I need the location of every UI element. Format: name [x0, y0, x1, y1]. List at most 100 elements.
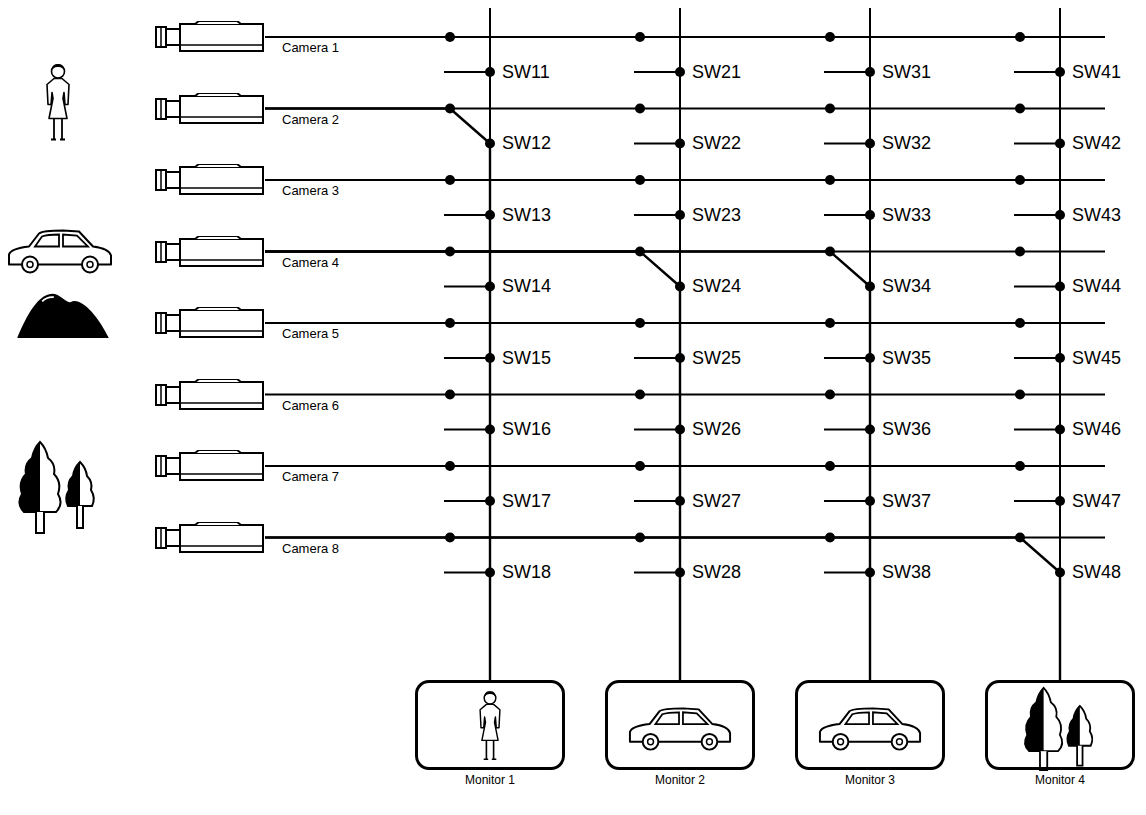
- switch-label: SW42: [1071, 133, 1122, 154]
- switch-contact: [444, 429, 490, 431]
- camera: Camera 7: [155, 450, 265, 482]
- switch-contact: [444, 286, 490, 288]
- switch-contact: [444, 500, 490, 502]
- camera-icon: [155, 379, 265, 411]
- switch-dot: [675, 210, 685, 220]
- junction-dot: [635, 104, 645, 114]
- camera: Camera 4: [155, 236, 265, 268]
- junction-dot: [1015, 104, 1025, 114]
- switch-label: SW24: [691, 276, 742, 297]
- switch-contact: [634, 71, 680, 73]
- junction-dot: [635, 390, 645, 400]
- switch-dot: [1055, 353, 1065, 363]
- monitor-car: [630, 708, 730, 749]
- switch-label: SW14: [501, 276, 552, 297]
- switch-label: SW47: [1071, 491, 1122, 512]
- switch-contact: [1014, 214, 1060, 216]
- switch-contact: [444, 214, 490, 216]
- camera: Camera 5: [155, 307, 265, 339]
- camera-label: Camera 8: [282, 541, 339, 556]
- switch-label: SW25: [691, 348, 742, 369]
- switch-contact: [634, 143, 680, 145]
- camera: Camera 2: [155, 93, 265, 125]
- car-icon: [9, 231, 111, 273]
- signal-path: [265, 109, 490, 681]
- junction-dot: [445, 390, 455, 400]
- switch-contact: [1014, 71, 1060, 73]
- switch-label: SW21: [691, 62, 742, 83]
- switch-dot: [865, 139, 875, 149]
- switch-contact: [634, 357, 680, 359]
- camera: Camera 3: [155, 164, 265, 196]
- switch-label: SW32: [881, 133, 932, 154]
- switch-contact: [444, 71, 490, 73]
- switch-dot: [865, 210, 875, 220]
- junction-dot: [445, 461, 455, 471]
- monitor: Monitor 1: [415, 680, 565, 770]
- monitor: Monitor 2: [605, 680, 755, 770]
- camera-bus: [265, 465, 1105, 467]
- monitor-label: Monitor 3: [798, 773, 942, 787]
- switch-contact: [1014, 500, 1060, 502]
- junction-dot: [1015, 390, 1025, 400]
- camera-icon: [155, 164, 265, 196]
- switch-label: SW18: [501, 562, 552, 583]
- camera-label: Camera 1: [282, 40, 339, 55]
- switch-dot: [485, 67, 495, 77]
- junction-dot: [635, 461, 645, 471]
- camera-bus: [265, 322, 1105, 324]
- switch-contact: [824, 357, 870, 359]
- switch-label: SW36: [881, 419, 932, 440]
- junction-dot: [825, 32, 835, 42]
- camera-label: Camera 3: [282, 183, 339, 198]
- switch-contact: [824, 143, 870, 145]
- monitor-car: [820, 708, 920, 749]
- switch-label: SW22: [691, 133, 742, 154]
- camera-label: Camera 7: [282, 469, 339, 484]
- switch-label: SW35: [881, 348, 932, 369]
- switch-label: SW26: [691, 419, 742, 440]
- camera-icon: [155, 93, 265, 125]
- junction-dot: [445, 318, 455, 328]
- monitor-label: Monitor 2: [608, 773, 752, 787]
- junction-dot: [825, 390, 835, 400]
- switch-dot: [1055, 67, 1065, 77]
- switch-contact: [1014, 357, 1060, 359]
- junction-dot: [825, 104, 835, 114]
- switch-dot: [865, 67, 875, 77]
- camera-label: Camera 2: [282, 112, 339, 127]
- junction-dot: [635, 318, 645, 328]
- junction-dot: [1015, 247, 1025, 257]
- switch-dot: [1055, 496, 1065, 506]
- monitor-label: Monitor 4: [988, 773, 1132, 787]
- camera-label: Camera 5: [282, 326, 339, 341]
- switch-dot: [675, 67, 685, 77]
- monitor-label: Monitor 1: [418, 773, 562, 787]
- camera: Camera 6: [155, 379, 265, 411]
- monitor-person: [480, 691, 500, 759]
- switch-label: SW31: [881, 62, 932, 83]
- switch-label: SW16: [501, 419, 552, 440]
- camera-label: Camera 6: [282, 398, 339, 413]
- switch-contact: [634, 572, 680, 574]
- switch-label: SW13: [501, 205, 552, 226]
- junction-dot: [1015, 318, 1025, 328]
- switch-label: SW17: [501, 491, 552, 512]
- switch-contact: [634, 500, 680, 502]
- trees-icon: [19, 442, 93, 533]
- camera-bus: [265, 179, 1105, 181]
- mountain-icon: [17, 294, 109, 338]
- camera: Camera 1: [155, 21, 265, 53]
- junction-dot: [825, 461, 835, 471]
- junction-dot: [1015, 175, 1025, 185]
- switch-contact: [824, 214, 870, 216]
- switch-label: SW45: [1071, 348, 1122, 369]
- switch-label: SW15: [501, 348, 552, 369]
- junction-dot: [825, 175, 835, 185]
- switch-label: SW28: [691, 562, 742, 583]
- camera-icon: [155, 236, 265, 268]
- switch-label: SW11: [501, 62, 551, 83]
- switch-contact: [824, 71, 870, 73]
